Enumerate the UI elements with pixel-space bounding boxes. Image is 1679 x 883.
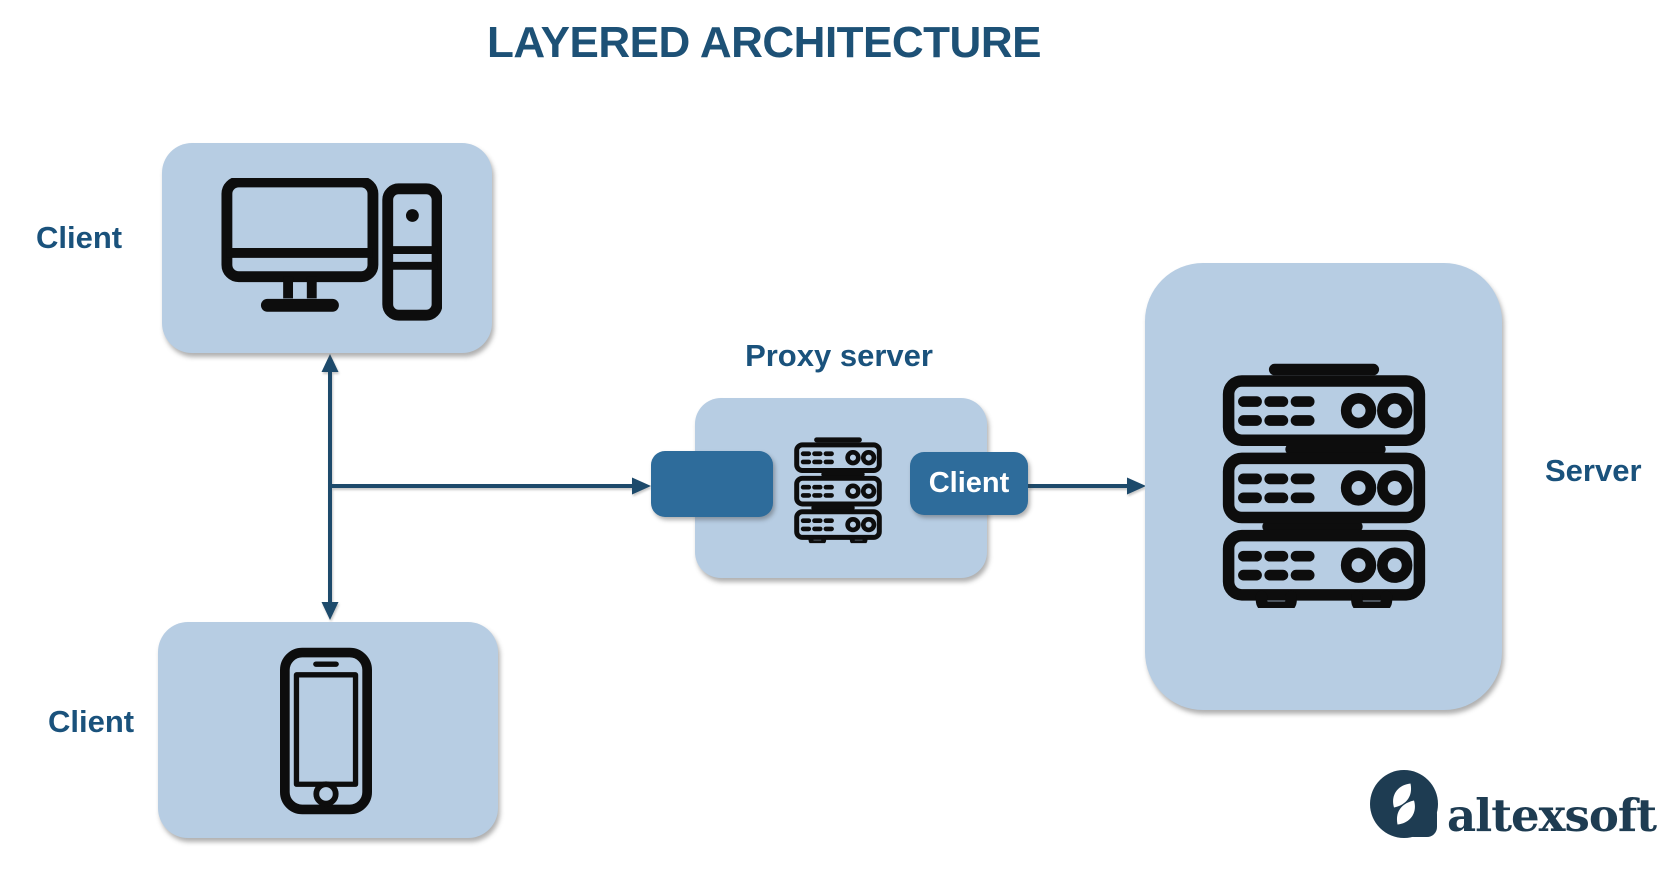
- server-label: Server: [1545, 453, 1642, 488]
- desktop-computer-icon: [221, 178, 442, 321]
- smartphone-icon: [280, 647, 372, 815]
- server-node: [1145, 263, 1502, 710]
- server-rack-icon: [791, 433, 885, 545]
- diagram-title: LAYERED ARCHITECTURE: [487, 18, 1041, 67]
- server-rack-icon: [1213, 358, 1435, 608]
- proxy-client-chip: Client: [910, 452, 1028, 515]
- proxy-server-label: Proxy server: [745, 338, 933, 373]
- arrow-proxy-to-server: [1028, 477, 1146, 495]
- arrow-clients-vertical: [321, 354, 339, 620]
- altexsoft-logo-mark: [1370, 770, 1438, 838]
- altexsoft-logo: altexsoft: [1370, 770, 1657, 842]
- proxy-left-chip: [651, 451, 773, 517]
- arrow-client-to-proxy: [330, 477, 651, 495]
- altexsoft-logo-text: altexsoft: [1447, 789, 1657, 842]
- client-bottom-label: Client: [48, 704, 135, 739]
- client-top-label: Client: [36, 220, 123, 255]
- proxy-client-chip-label: Client: [928, 467, 1010, 499]
